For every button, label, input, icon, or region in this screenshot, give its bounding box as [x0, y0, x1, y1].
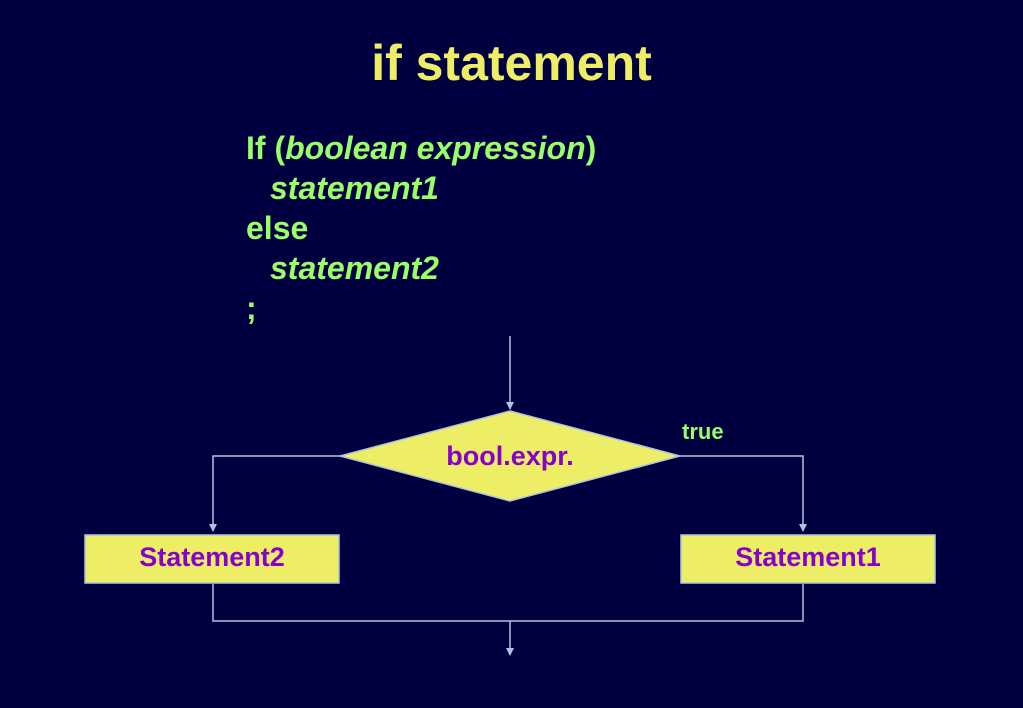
code-statement2: statement2 [270, 250, 439, 286]
statement2-label: Statement2 [139, 542, 285, 572]
decision-diamond [337, 410, 683, 502]
code-line-if: If (boolean expression) [246, 128, 596, 168]
statement2-box [84, 534, 340, 584]
code-else-keyword: else [246, 210, 309, 246]
decision-label: bool.expr. [446, 441, 574, 471]
slide-title: if statement [371, 35, 652, 91]
code-statement1: statement1 [270, 170, 439, 206]
code-block: If (boolean expression) statement1 else … [246, 128, 596, 328]
true-branch-label: true [682, 419, 724, 444]
code-terminator: ; [246, 290, 257, 326]
false-branch-connector [209, 455, 340, 532]
true-branch-connector [680, 455, 807, 532]
statement1-box [680, 534, 936, 584]
code-condition: boolean expression [285, 130, 586, 166]
code-close-paren: ) [585, 130, 597, 166]
merge-connector [212, 584, 804, 622]
statement1-label: Statement1 [735, 542, 881, 572]
code-if-keyword: If ( [246, 130, 286, 166]
